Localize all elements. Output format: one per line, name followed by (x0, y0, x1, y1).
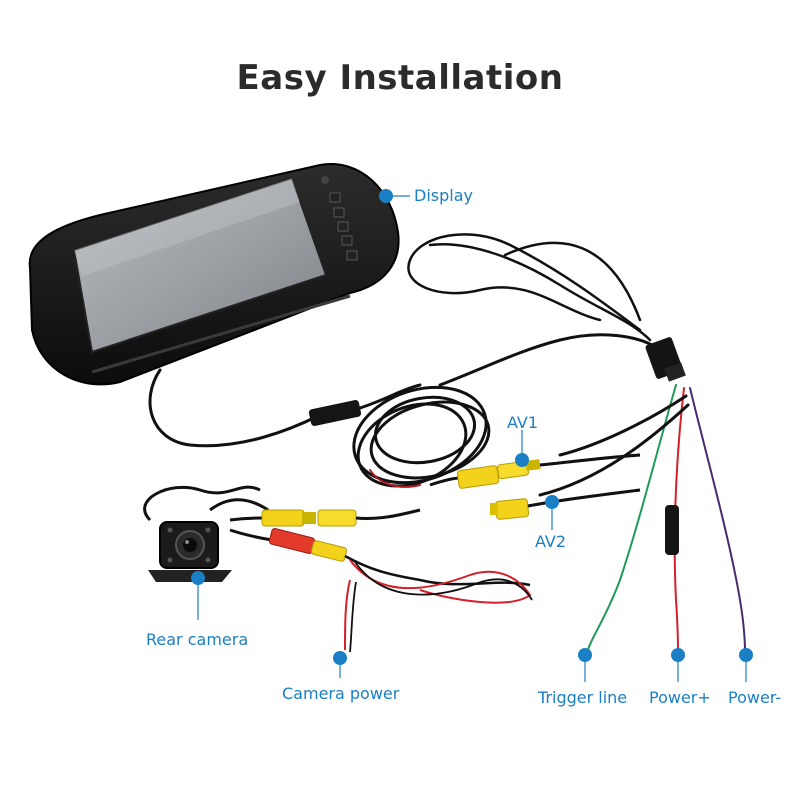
av1-label: AV1 (507, 413, 539, 432)
camera-power-label: Camera power (282, 684, 400, 703)
camera-power-marker (333, 651, 347, 665)
display-label: Display (414, 186, 473, 205)
camera-extension-cable (352, 385, 491, 488)
rear-camera (143, 485, 269, 582)
rear-camera-marker (191, 571, 205, 585)
power-plus-marker (671, 648, 685, 662)
display-marker (379, 189, 393, 203)
power-plus-label: Power+ (649, 688, 711, 707)
trigger-line-label: Trigger line (538, 688, 628, 707)
camera-rca-and-power (229, 508, 533, 653)
power-minus-label: Power- (728, 688, 782, 707)
monitor-cable (148, 233, 662, 448)
monitor-buttons (329, 192, 358, 261)
power-minus-marker (739, 648, 753, 662)
harness-connector (645, 337, 686, 382)
page-title: Easy Installation (236, 58, 564, 98)
output-wires (538, 384, 746, 653)
av2-marker (545, 495, 559, 509)
av1-rca-connector (429, 453, 641, 489)
av1-marker (515, 453, 529, 467)
rear-view-mirror-monitor (28, 163, 400, 386)
callout-markers (191, 189, 753, 682)
trigger-line-marker (578, 648, 592, 662)
av2-rca-connector (490, 488, 641, 520)
rear-camera-label: Rear camera (146, 630, 249, 649)
av2-label: AV2 (535, 532, 567, 551)
